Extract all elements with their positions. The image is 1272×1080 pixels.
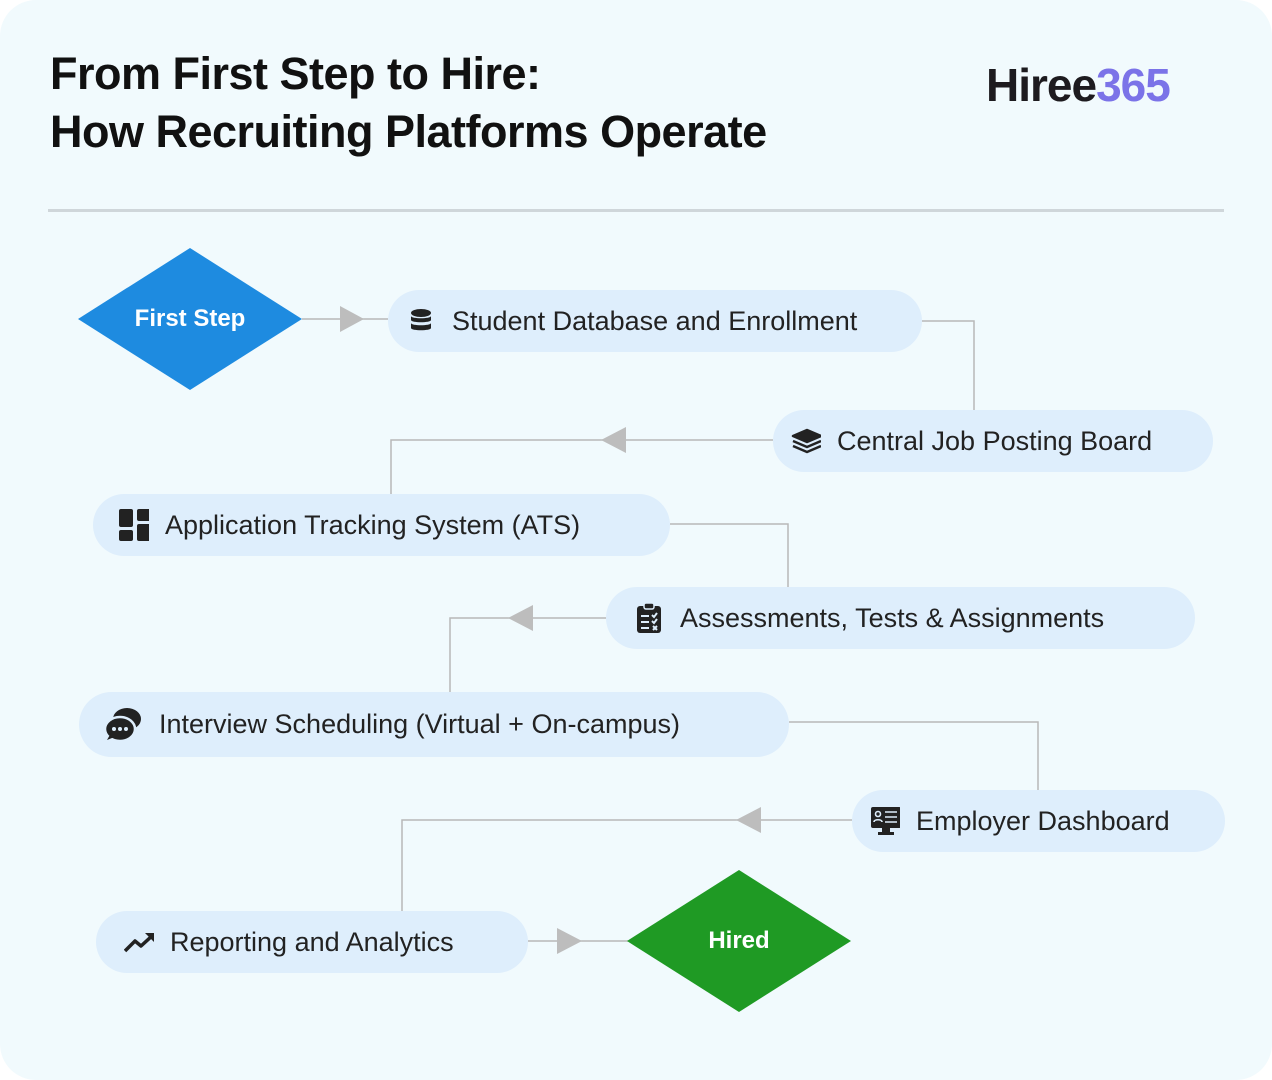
title-line-2: How Recruiting Platforms Operate <box>50 106 767 157</box>
step-employer-dashboard: Employer Dashboard <box>852 790 1225 852</box>
hiree365-logo: Hiree365 <box>986 59 1171 111</box>
arrow-right <box>557 928 582 954</box>
clipboard-check-icon <box>634 602 664 633</box>
step-ats: Application Tracking System (ATS) <box>93 494 670 556</box>
end-diamond: Hired <box>627 870 851 1012</box>
arrow-left <box>601 427 626 453</box>
step-interview: Interview Scheduling (Virtual + On-campu… <box>79 692 789 757</box>
step-job-board: Central Job Posting Board <box>773 410 1213 472</box>
dashboard-icon <box>119 509 149 541</box>
step-reporting: Reporting and Analytics <box>96 911 528 973</box>
database-icon <box>406 306 436 336</box>
step-student-database: Student Database and Enrollment <box>388 290 922 352</box>
arrow-right <box>340 306 364 332</box>
start-diamond: First Step <box>78 248 302 390</box>
step-assessments: Assessments, Tests & Assignments <box>606 587 1195 649</box>
title-line-1: From First Step to Hire: <box>50 48 541 99</box>
layers-icon <box>791 426 821 456</box>
presentation-icon <box>870 806 900 836</box>
trend-up-icon <box>124 927 154 957</box>
chat-icon <box>103 707 143 742</box>
divider <box>48 209 1224 212</box>
arrow-left <box>736 807 761 833</box>
arrow-left <box>508 605 533 631</box>
